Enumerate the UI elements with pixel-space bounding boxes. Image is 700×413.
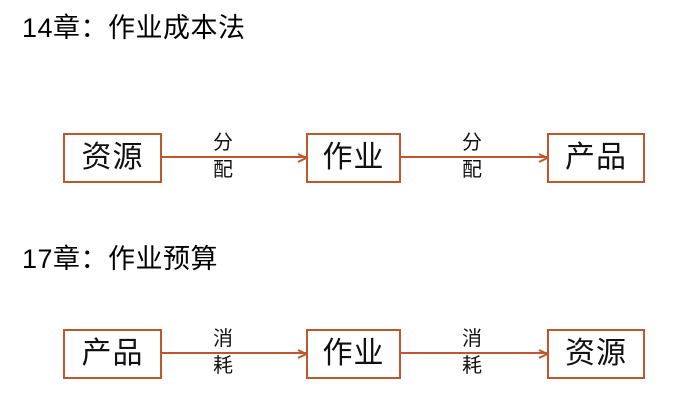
edge-label-char-top: 分 [213, 132, 233, 154]
edge-label-consumption: 消 耗 [450, 326, 494, 380]
section-title-chapter-17: 17章：作业预算 [22, 244, 219, 274]
arrow-shaft [161, 352, 309, 354]
arrow-activity-to-resource: 消 耗 [400, 328, 550, 377]
node-activity[interactable]: 作业 [306, 133, 401, 183]
edge-label-char-top: 消 [213, 328, 233, 350]
node-label: 产品 [565, 141, 627, 174]
node-label: 作业 [322, 337, 385, 370]
edge-label-char-bottom: 耗 [462, 355, 482, 377]
arrow-resource-to-activity: 分 配 [161, 132, 309, 181]
edge-label-allocation: 分 配 [450, 130, 494, 184]
node-label: 资源 [81, 141, 144, 174]
arrow-shaft [400, 352, 550, 354]
node-label: 产品 [81, 337, 144, 370]
edge-label-char-bottom: 配 [462, 159, 482, 181]
node-resource[interactable]: 资源 [547, 329, 645, 379]
node-resource[interactable]: 资源 [63, 133, 162, 183]
edge-label-consumption: 消 耗 [201, 326, 245, 380]
node-label: 作业 [322, 141, 385, 174]
arrow-shaft [161, 156, 309, 158]
arrow-activity-to-product: 分 配 [400, 132, 550, 181]
edge-label-char-top: 消 [462, 328, 482, 350]
flow-row-activity-budgeting: 产品 消 耗 作业 消 耗 资源 [0, 324, 700, 384]
edge-label-char-top: 分 [462, 132, 482, 154]
section-title-chapter-14: 14章：作业成本法 [22, 13, 246, 43]
arrow-shaft [400, 156, 550, 158]
edge-label-allocation: 分 配 [201, 130, 245, 184]
arrow-product-to-activity: 消 耗 [161, 328, 309, 377]
edge-label-char-bottom: 配 [213, 159, 233, 181]
edge-label-char-bottom: 耗 [213, 355, 233, 377]
node-product[interactable]: 产品 [63, 329, 162, 379]
node-product[interactable]: 产品 [547, 133, 645, 183]
node-activity[interactable]: 作业 [306, 329, 401, 379]
node-label: 资源 [565, 337, 627, 370]
flow-row-cost-allocation: 资源 分 配 作业 分 配 产品 [0, 128, 700, 188]
